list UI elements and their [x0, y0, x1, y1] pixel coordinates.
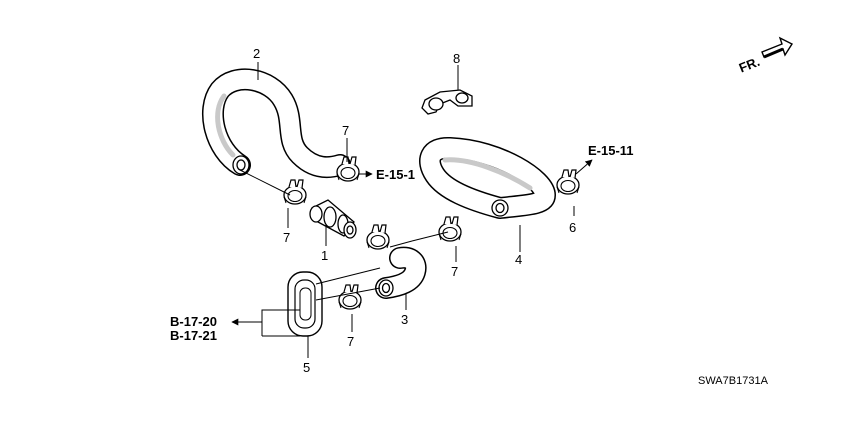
front-direction-label: FR. [737, 54, 762, 76]
hose-clamp-part-7-left [283, 179, 307, 205]
water-hose-part-3 [375, 246, 427, 299]
hose-clamp-part-7-mid [366, 224, 390, 250]
reference-e15-11: E-15-11 [588, 143, 634, 158]
hose-joint-part-1 [309, 199, 357, 239]
diagram-code: SWA7B1731A [698, 375, 769, 387]
callout-4: 4 [515, 252, 522, 267]
hose-clamp-part-7-bottom [338, 284, 362, 310]
leader-lines [231, 62, 593, 358]
callout-8: 8 [453, 51, 460, 66]
callout-7-top: 7 [342, 123, 349, 138]
grommet-part-5 [287, 271, 323, 337]
callout-3: 3 [401, 312, 408, 327]
front-direction-arrow-icon [761, 36, 794, 59]
hose-clip-part-8 [421, 89, 473, 115]
hose-clamp-part-7-right [438, 216, 462, 242]
water-hose-part-4 [419, 137, 556, 219]
callout-2: 2 [253, 46, 260, 61]
reference-b17-21: B-17-21 [170, 328, 217, 343]
callout-6: 6 [569, 220, 576, 235]
callout-7-bottom: 7 [347, 334, 354, 349]
callout-5: 5 [303, 360, 310, 375]
reference-e15-1: E-15-1 [376, 167, 415, 182]
callout-7-left: 7 [283, 230, 290, 245]
reference-b17-20: B-17-20 [170, 314, 217, 329]
water-hose-part-2 [201, 68, 351, 179]
callout-7-mid: 7 [451, 264, 458, 279]
callout-1: 1 [321, 248, 328, 263]
